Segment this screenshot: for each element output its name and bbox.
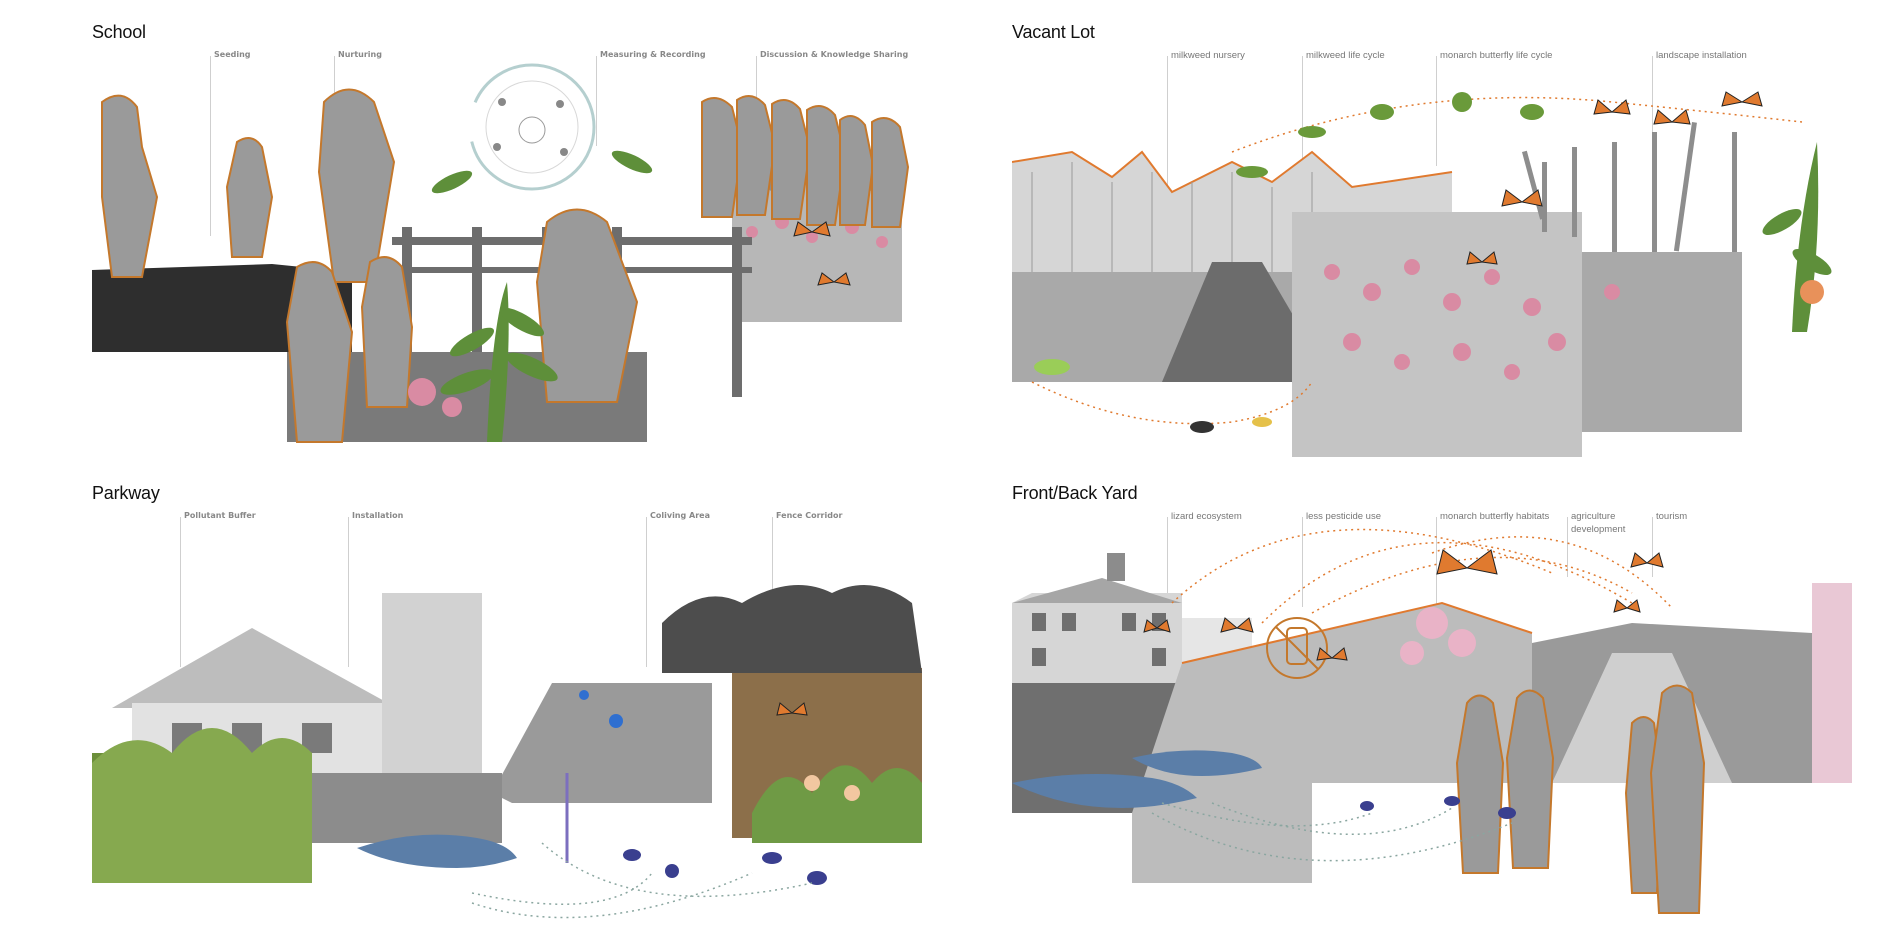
milkweed-field <box>1292 212 1582 457</box>
label-less-pesticide-use: less pesticide use <box>1306 511 1381 522</box>
lifecycle-path <box>1231 96 1803 153</box>
label-line <box>1167 56 1168 196</box>
butterfly-icon <box>776 702 808 716</box>
label-line <box>596 56 597 146</box>
label-line <box>180 517 181 667</box>
panel-parkway: Parkway Pollutant Buffer Installation Co… <box>92 483 932 923</box>
label-line <box>210 56 211 236</box>
label-line <box>1436 517 1437 607</box>
habitat-garden <box>1132 603 1532 883</box>
food-web-arrow <box>1151 812 1513 862</box>
school-collage <box>92 63 910 443</box>
no-pesticide-icon <box>1266 617 1328 679</box>
panel-title-vacant-lot: Vacant Lot <box>1012 22 1095 42</box>
label-line <box>1302 56 1303 166</box>
butterfly-icon <box>1466 91 1763 265</box>
flower <box>408 378 436 406</box>
insect-icon <box>623 849 827 885</box>
people-group <box>1455 684 1706 914</box>
label-measuring: Measuring & Recording <box>600 50 706 59</box>
label-nurturing: Nurturing <box>338 50 382 59</box>
label-line <box>1652 56 1653 166</box>
panel-vacant-lot: Vacant Lot milkweed nursery milkweed lif… <box>1012 22 1852 462</box>
panel-title-parkway: Parkway <box>92 483 160 503</box>
panel-school: School Seeding Nurturing Measuring & Rec… <box>92 22 932 462</box>
label-line <box>1302 517 1303 607</box>
label-discussion: Discussion & Knowledge Sharing <box>760 50 909 59</box>
children-group <box>101 88 910 443</box>
label-installation: Installation <box>352 511 404 520</box>
butterfly-icon <box>793 221 851 286</box>
label-monarch-habitats: monarch butterfly habitats <box>1440 511 1550 522</box>
label-fence-corridor: Fence Corridor <box>776 511 843 520</box>
label-development: development <box>1571 524 1626 535</box>
milkweed-plant <box>1762 142 1832 332</box>
lifecycle-diagram <box>468 63 596 191</box>
label-milkweed-life-cycle: milkweed life cycle <box>1306 50 1385 61</box>
yard-collage <box>1012 528 1852 914</box>
vacant-lot-collage <box>1012 91 1832 457</box>
insect-icon <box>1360 796 1516 819</box>
lizard <box>1012 750 1262 808</box>
label-line <box>1436 56 1437 166</box>
lizard <box>357 834 517 868</box>
label-line <box>1652 517 1653 577</box>
leaf-stage <box>1034 92 1544 375</box>
caterpillar <box>1190 417 1272 433</box>
food-web-arrow <box>471 872 753 919</box>
label-line <box>772 517 773 627</box>
label-lizard-ecosystem: lizard ecosystem <box>1171 511 1242 522</box>
label-line <box>1167 517 1168 637</box>
label-monarch-life-cycle: monarch butterfly life cycle <box>1440 50 1553 61</box>
label-line <box>1567 517 1568 577</box>
butterfly-icon <box>1143 549 1664 661</box>
label-line <box>348 517 349 667</box>
label-coliving-area: Coliving Area <box>650 511 710 520</box>
panel-front-back-yard: Front/Back Yard lizard ecosystem less pe… <box>1012 483 1852 923</box>
landscape-poles <box>1522 122 1737 252</box>
panel-title-school: School <box>92 22 146 42</box>
label-seeding: Seeding <box>214 50 251 59</box>
label-landscape-installation: landscape installation <box>1656 50 1747 61</box>
milkweed-plant <box>431 150 653 442</box>
label-milkweed-nursery: milkweed nursery <box>1171 50 1245 61</box>
parkway-collage <box>92 585 922 919</box>
label-agriculture: agriculture <box>1571 511 1616 522</box>
street <box>492 683 712 803</box>
label-tourism: tourism <box>1656 511 1688 522</box>
label-pollutant-buffer: Pollutant Buffer <box>184 511 256 520</box>
panel-title-front-back-yard: Front/Back Yard <box>1012 483 1138 503</box>
label-line <box>646 517 647 667</box>
